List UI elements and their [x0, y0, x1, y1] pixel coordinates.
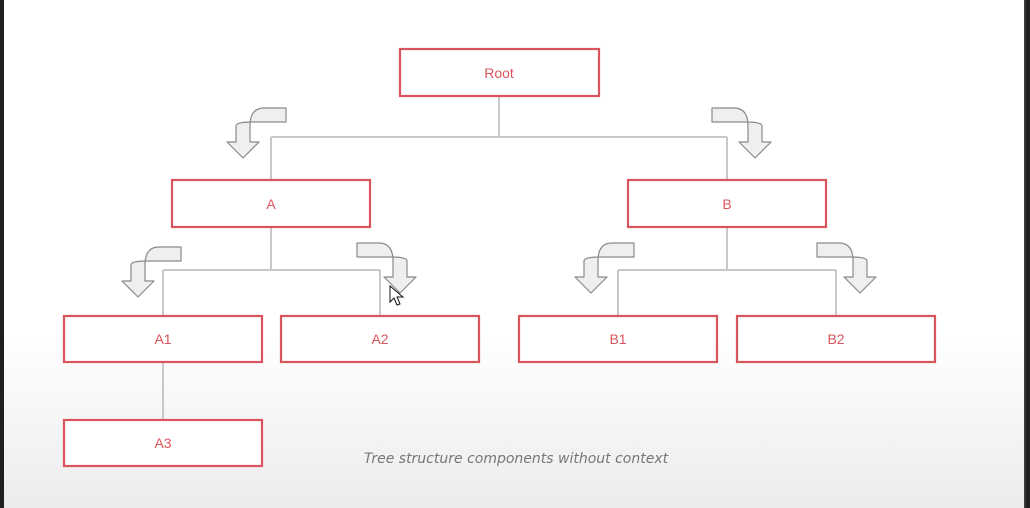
diagram-caption: Tree structure components without contex… [363, 451, 669, 467]
connectors [162, 96, 837, 420]
node-a: A [170, 178, 372, 229]
curved-arrow-right-icon [356, 242, 417, 294]
edge-a-a1-a2 [162, 227, 381, 316]
slide-canvas: Root A B A1 A2 B1 B2 A3 [4, 0, 1026, 508]
node-root: Root [398, 47, 601, 98]
curved-arrow-right-icon [711, 107, 772, 159]
curved-arrow-left-icon [226, 107, 287, 159]
node-label: B2 [827, 331, 844, 347]
arrows [121, 107, 877, 298]
scrollbar[interactable] [1024, 0, 1026, 508]
node-b: B [626, 178, 828, 229]
curved-arrow-left-icon [574, 242, 635, 294]
node-label: B1 [609, 331, 626, 347]
mouse-cursor-icon [389, 284, 405, 306]
edge-root-a-b [270, 96, 728, 180]
node-label: A2 [371, 331, 388, 347]
node-label: A [266, 196, 276, 212]
node-label: B [722, 196, 731, 212]
node-b2: B2 [735, 314, 937, 364]
curved-arrow-right-icon [816, 242, 877, 294]
edge-b-b1-b2 [617, 227, 837, 316]
node-b1: B1 [517, 314, 719, 364]
node-a2: A2 [279, 314, 481, 364]
node-label: Root [484, 65, 514, 81]
curved-arrow-left-icon [121, 246, 182, 298]
tree-diagram: Root A B A1 A2 B1 B2 A3 [62, 47, 937, 468]
node-a1: A1 [62, 314, 264, 364]
node-a3: A3 [62, 418, 264, 468]
node-label: A3 [154, 435, 171, 451]
node-label: A1 [154, 331, 171, 347]
